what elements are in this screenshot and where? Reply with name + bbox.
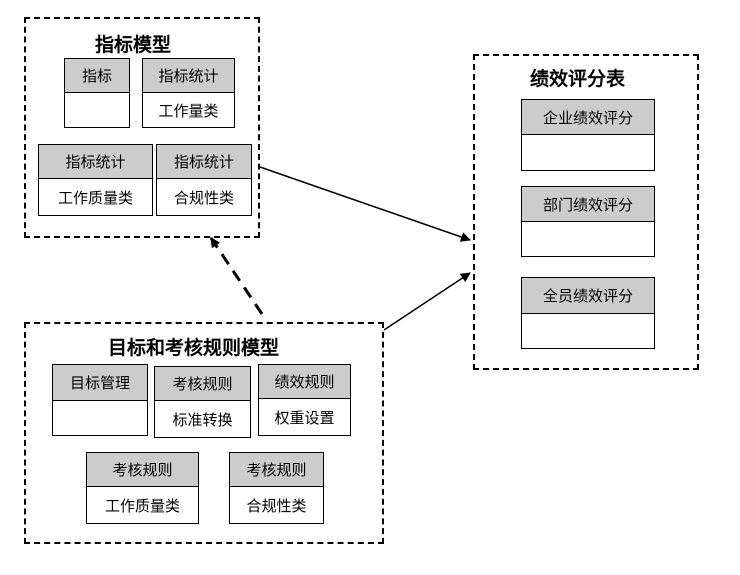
standard-conversion-header: 考核规则 [155,367,250,401]
department-score-header: 部门绩效评分 [522,187,654,222]
compliance-rule-body: 合规性类 [246,496,307,515]
workload-stat-body: 工作量类 [158,101,219,120]
all-staff-score-header: 全员绩效评分 [522,278,654,314]
weight-setting-header: 绩效规则 [259,365,350,399]
enterprise-score-header: 企业绩效评分 [522,100,654,135]
quality-rule-card: 考核规则 工作质量类 [86,452,199,524]
quality-stat-card: 指标统计 工作质量类 [38,144,153,216]
rules-to-indicator-dashed-arrow [209,237,264,315]
scorecard-group [473,54,699,370]
goal-mgmt-header: 目标管理 [53,365,147,401]
compliance-rule-card: 考核规则 合规性类 [229,452,324,524]
weight-setting-card: 绩效规则 权重设置 [258,364,351,436]
all-staff-score-card: 全员绩效评分 [521,277,655,349]
compliance-rule-header: 考核规则 [230,453,323,487]
indicator-model-group [24,17,260,238]
weight-setting-body: 权重设置 [274,408,335,427]
scorecard-title: 绩效评分表 [530,68,626,90]
indicator-to-scorecard-arrow [259,166,471,242]
quality-rule-body: 工作质量类 [104,496,180,515]
workload-stat-card: 指标统计 工作量类 [142,58,235,128]
compliance-stat-card: 指标统计 合规性类 [156,144,252,216]
rules-to-scorecard-arrow [383,272,471,331]
indicator-model-title: 指标模型 [95,34,172,56]
compliance-stat-body: 合规性类 [173,188,234,207]
quality-stat-header: 指标统计 [39,145,152,179]
standard-conversion-body: 标准转换 [172,410,233,429]
enterprise-score-card: 企业绩效评分 [521,99,655,171]
indicator-card-header: 指标 [65,59,129,93]
quality-rule-header: 考核规则 [87,453,198,487]
workload-stat-header: 指标统计 [143,59,234,93]
compliance-stat-header: 指标统计 [157,145,251,179]
quality-stat-body: 工作质量类 [57,188,133,207]
goal-rule-model-title: 目标和考核规则模型 [108,337,280,359]
indicator-card: 指标 [64,58,130,128]
goal-mgmt-card: 目标管理 [52,364,148,436]
department-score-card: 部门绩效评分 [521,186,655,257]
standard-conversion-card: 考核规则 标准转换 [154,366,251,438]
goal-rule-model-group [24,322,384,544]
